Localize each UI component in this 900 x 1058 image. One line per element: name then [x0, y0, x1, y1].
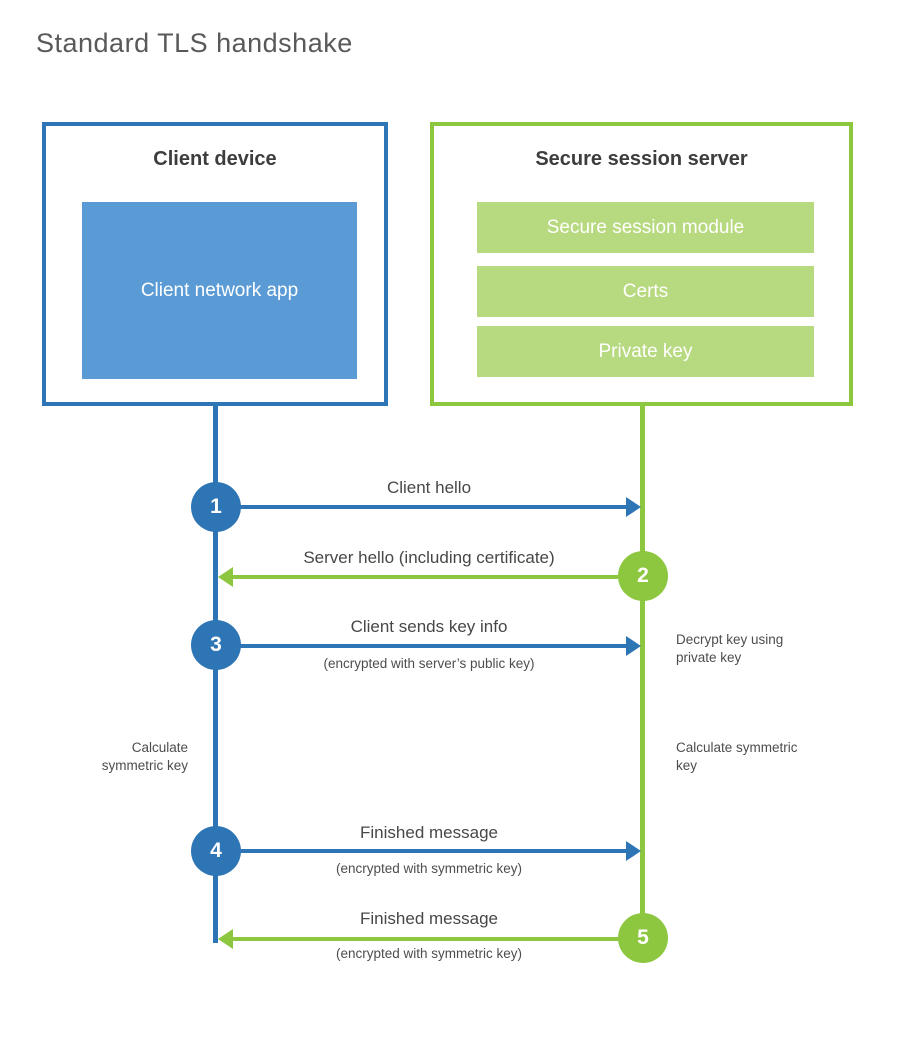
step-5-marker: 5: [618, 913, 668, 963]
server-hello-label: Server hello (including certificate): [303, 548, 555, 567]
step-1-marker: 1: [191, 482, 241, 532]
server-module-secure-session-module: Secure session module: [477, 202, 814, 253]
decrypt-key-note: Decrypt key using private key: [676, 632, 784, 666]
finished-message-server-sublabel: (encrypted with symmetric key): [335, 946, 523, 961]
calculate-symmetric-key-note-client: Calculate symmetric key: [101, 740, 188, 774]
finished-message-server-arrow: [218, 929, 618, 949]
finished-message-client-sublabel: (encrypted with symmetric key): [335, 861, 523, 876]
server-hello-arrow: [218, 567, 618, 587]
server-module-private-key: Private key: [477, 326, 814, 377]
calculate-symmetric-key-note-server: Calculate symmetric key: [676, 740, 798, 774]
server-title: Secure session server: [535, 148, 748, 170]
step-4-marker: 4: [191, 826, 241, 876]
key-info-sublabel: (encrypted with server’s public key): [323, 656, 535, 671]
client-hello-arrow: [238, 497, 641, 517]
finished-message-client-arrow: [238, 841, 641, 861]
client-network-app-box: Client network app: [82, 202, 357, 379]
key-info-arrow: [238, 636, 641, 656]
key-info-label: Client sends key info: [350, 617, 508, 636]
client-lifeline: [213, 406, 218, 943]
step-2-marker: 2: [618, 551, 668, 601]
finished-message-server-label: Finished message: [360, 909, 498, 928]
step-3-marker: 3: [191, 620, 241, 670]
secure-session-server-box: Secure session server Secure session mod…: [430, 122, 853, 406]
page-title: Standard TLS handshake: [36, 28, 353, 58]
client-hello-label: Client hello: [386, 478, 472, 497]
client-device-box: Client device Client network app: [42, 122, 388, 406]
server-lifeline: [640, 406, 645, 940]
server-module-certs: Certs: [477, 266, 814, 317]
client-device-title: Client device: [153, 148, 277, 170]
finished-message-client-label: Finished message: [360, 823, 498, 842]
